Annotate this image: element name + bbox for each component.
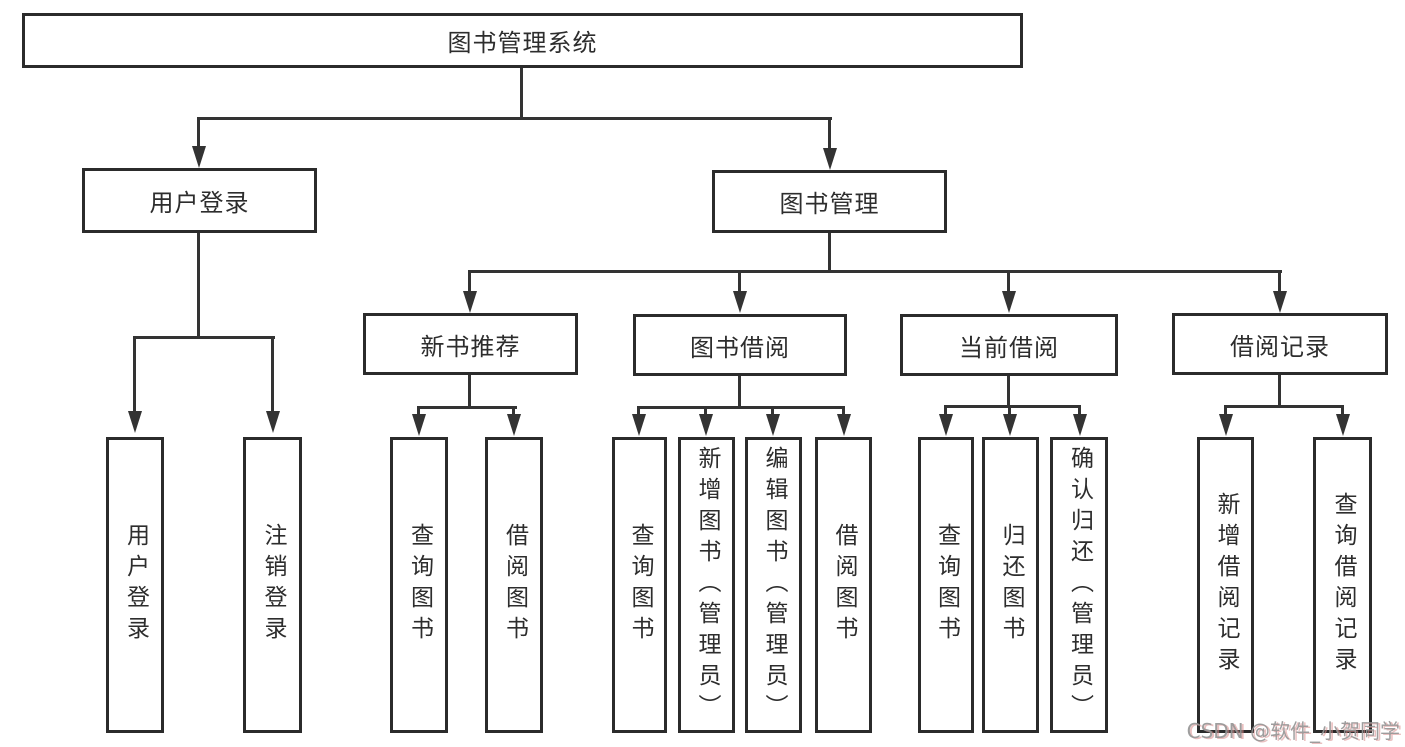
connector-arrow-down: [939, 414, 953, 436]
connector-arrow-down: [412, 414, 426, 436]
connector-line: [637, 406, 640, 418]
connector-arrow-down: [632, 414, 646, 436]
node-new-book-recommendation: 新书推荐: [363, 313, 578, 375]
leaf-query-borrow-record: 查询借阅记录: [1313, 437, 1372, 733]
leaf-label: 查询借阅记录: [1330, 492, 1356, 678]
leaf-add-borrow-record: 新增借阅记录: [1197, 437, 1254, 733]
connector-line: [738, 270, 741, 292]
leaf-add-books-admin: 新增图书（管理员）: [678, 437, 735, 733]
leaf-label: 新增图书（管理员）: [694, 445, 720, 725]
leaf-label: 借阅图书: [831, 523, 857, 647]
leaf-borrow-books: 借阅图书: [815, 437, 872, 733]
connector-line: [1341, 405, 1344, 418]
connector-line: [1278, 270, 1281, 292]
node-label: 新书推荐: [420, 332, 521, 361]
leaf-label: 查询图书: [627, 523, 653, 647]
connector-arrow-down: [1002, 291, 1016, 313]
connector-line: [771, 406, 774, 418]
connector-arrow-down: [1336, 414, 1350, 436]
connector-line: [520, 68, 523, 120]
connector-line: [1008, 405, 1011, 418]
leaf-label: 新增借阅记录: [1213, 492, 1239, 678]
leaf-user-login: 用户登录: [106, 437, 164, 733]
node-label: 用户登录: [149, 189, 250, 217]
node-label: 当前借阅: [959, 333, 1059, 362]
node-label: 图书管理系统: [447, 29, 598, 57]
connector-arrow-down: [1073, 414, 1087, 436]
leaf-label: 归还图书: [998, 523, 1024, 647]
connector-arrow-down: [128, 411, 142, 433]
leaf-label: 查询图书: [933, 523, 960, 647]
connector-line: [828, 117, 831, 149]
connector-arrow-down: [1273, 291, 1287, 313]
leaf-label: 用户登录: [122, 523, 149, 647]
node-borrowing-records: 借阅记录: [1172, 313, 1388, 375]
leaf-return-books: 归还图书: [982, 437, 1039, 733]
leaf-confirm-return-admin: 确认归还（管理员）: [1050, 437, 1108, 733]
connector-arrow-down: [507, 414, 521, 436]
connector-line: [1224, 405, 1227, 418]
connector-line: [197, 117, 832, 120]
leaf-query-books: 查询图书: [612, 437, 667, 733]
connector-line: [1224, 405, 1344, 408]
node-book-borrowing: 图书借阅: [633, 314, 847, 376]
connector-arrow-down: [837, 414, 851, 436]
node-book-management: 图书管理: [712, 170, 947, 233]
connector-line: [637, 406, 845, 409]
connector-line: [197, 233, 200, 339]
connector-arrow-down: [1219, 414, 1233, 436]
connector-line: [468, 375, 471, 409]
connector-line: [468, 270, 1282, 273]
connector-line: [944, 405, 1081, 408]
leaf-label: 查询图书: [406, 523, 433, 647]
node-label: 借阅记录: [1230, 332, 1330, 361]
connector-line: [417, 406, 517, 409]
leaf-borrow-books: 借阅图书: [485, 437, 543, 733]
leaf-label: 注销登录: [260, 523, 286, 647]
connector-line: [468, 270, 471, 292]
connector-arrow-down: [823, 148, 837, 170]
leaf-query-books: 查询图书: [918, 437, 974, 733]
connector-line: [271, 336, 274, 412]
connector-line: [1007, 270, 1010, 292]
leaf-label: 借阅图书: [501, 523, 528, 647]
connector-arrow-down: [766, 414, 780, 436]
connector-line: [842, 406, 845, 418]
connector-line: [1278, 375, 1281, 408]
connector-arrow-down: [266, 411, 280, 433]
connector-arrow-down: [699, 414, 713, 436]
connector-line: [1078, 405, 1081, 418]
connector-line: [944, 405, 947, 418]
node-current-borrowing: 当前借阅: [900, 314, 1118, 376]
node-label: 图书管理: [779, 190, 880, 218]
node-library-management-system: 图书管理系统: [22, 13, 1023, 68]
connector-line: [828, 233, 831, 272]
connector-arrow-down: [192, 146, 206, 168]
leaf-label: 编辑图书（管理员）: [761, 445, 787, 725]
connector-line: [704, 406, 707, 418]
connector-line: [1007, 376, 1010, 408]
connector-arrow-down: [463, 291, 477, 313]
leaf-query-books: 查询图书: [390, 437, 448, 733]
node-label: 图书借阅: [690, 333, 790, 362]
connector-line: [133, 336, 275, 339]
connector-line: [133, 336, 136, 412]
leaf-label: 确认归还（管理员）: [1066, 445, 1093, 725]
connector-arrow-down: [1003, 414, 1017, 436]
leaf-logout-login: 注销登录: [243, 437, 302, 733]
connector-arrow-down: [733, 291, 747, 313]
connector-line: [738, 376, 741, 409]
watermark-csdn: CSDN @软件_小贺同学: [1186, 719, 1400, 743]
leaf-edit-books-admin: 编辑图书（管理员）: [745, 437, 802, 733]
node-user-login: 用户登录: [82, 168, 317, 233]
connector-line: [197, 117, 200, 147]
connector-line: [417, 406, 420, 418]
connector-line: [512, 406, 515, 418]
